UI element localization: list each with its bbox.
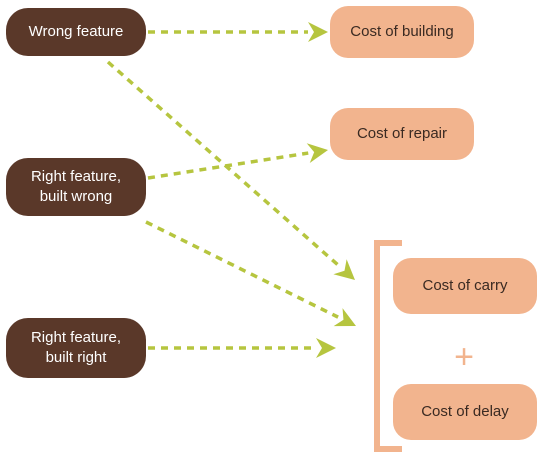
- cause-right-feature-built-wrong: Right feature, built wrong: [6, 158, 146, 216]
- arrow-built-wrong-to-repair-line: [147, 151, 309, 180]
- effect-cost-of-repair: Cost of repair: [330, 108, 474, 160]
- arrow-built-wrong-to-delay-head: [333, 308, 356, 327]
- arrow-wrong-to-carry-line: [106, 60, 342, 269]
- arrow-built-right-to-delay: [148, 338, 336, 358]
- cause-built-wrong-label-line-1: Right feature,: [30, 168, 122, 185]
- effect-cost-of-carry-label: Cost of carry: [422, 277, 508, 294]
- cause-wrong-feature: Wrong feature: [6, 8, 146, 56]
- cause-built-right-label-line-2: built right: [45, 349, 107, 366]
- bracket-vertical-bar: [374, 240, 380, 452]
- arrow-wrong-to-carry-head: [333, 259, 355, 280]
- arrow-built-wrong-to-delay-line: [145, 220, 339, 319]
- arrow-built-wrong-to-repair-head: [306, 143, 328, 163]
- cause-built-right-label-line-1: Right feature,: [30, 329, 122, 346]
- plus-sign: +: [454, 338, 474, 376]
- arrow-built-right-to-delay-head: [316, 338, 336, 358]
- effect-cost-of-carry: Cost of carry: [393, 258, 537, 314]
- arrow-wrong-to-carry: [106, 60, 355, 280]
- effect-cost-of-building-label: Cost of building: [350, 23, 454, 40]
- arrow-wrong-to-building: [148, 22, 328, 42]
- arrow-wrong-to-building-head: [308, 22, 328, 42]
- effect-cost-of-repair-label: Cost of repair: [356, 125, 448, 142]
- effect-cost-of-delay: Cost of delay: [393, 384, 537, 440]
- effect-cost-of-delay-label: Cost of delay: [421, 403, 509, 420]
- cause-built-wrong-label-line-2: built wrong: [39, 188, 113, 205]
- bracket-bottom-tick: [374, 446, 402, 452]
- arrow-built-wrong-to-repair: [147, 143, 328, 180]
- cause-wrong-feature-label: Wrong feature: [28, 23, 124, 40]
- arrow-built-wrong-to-delay: [145, 220, 356, 327]
- cause-right-feature-built-right: Right feature, built right: [6, 318, 146, 378]
- effect-cost-of-building: Cost of building: [330, 6, 474, 58]
- bracket-top-tick: [374, 240, 402, 246]
